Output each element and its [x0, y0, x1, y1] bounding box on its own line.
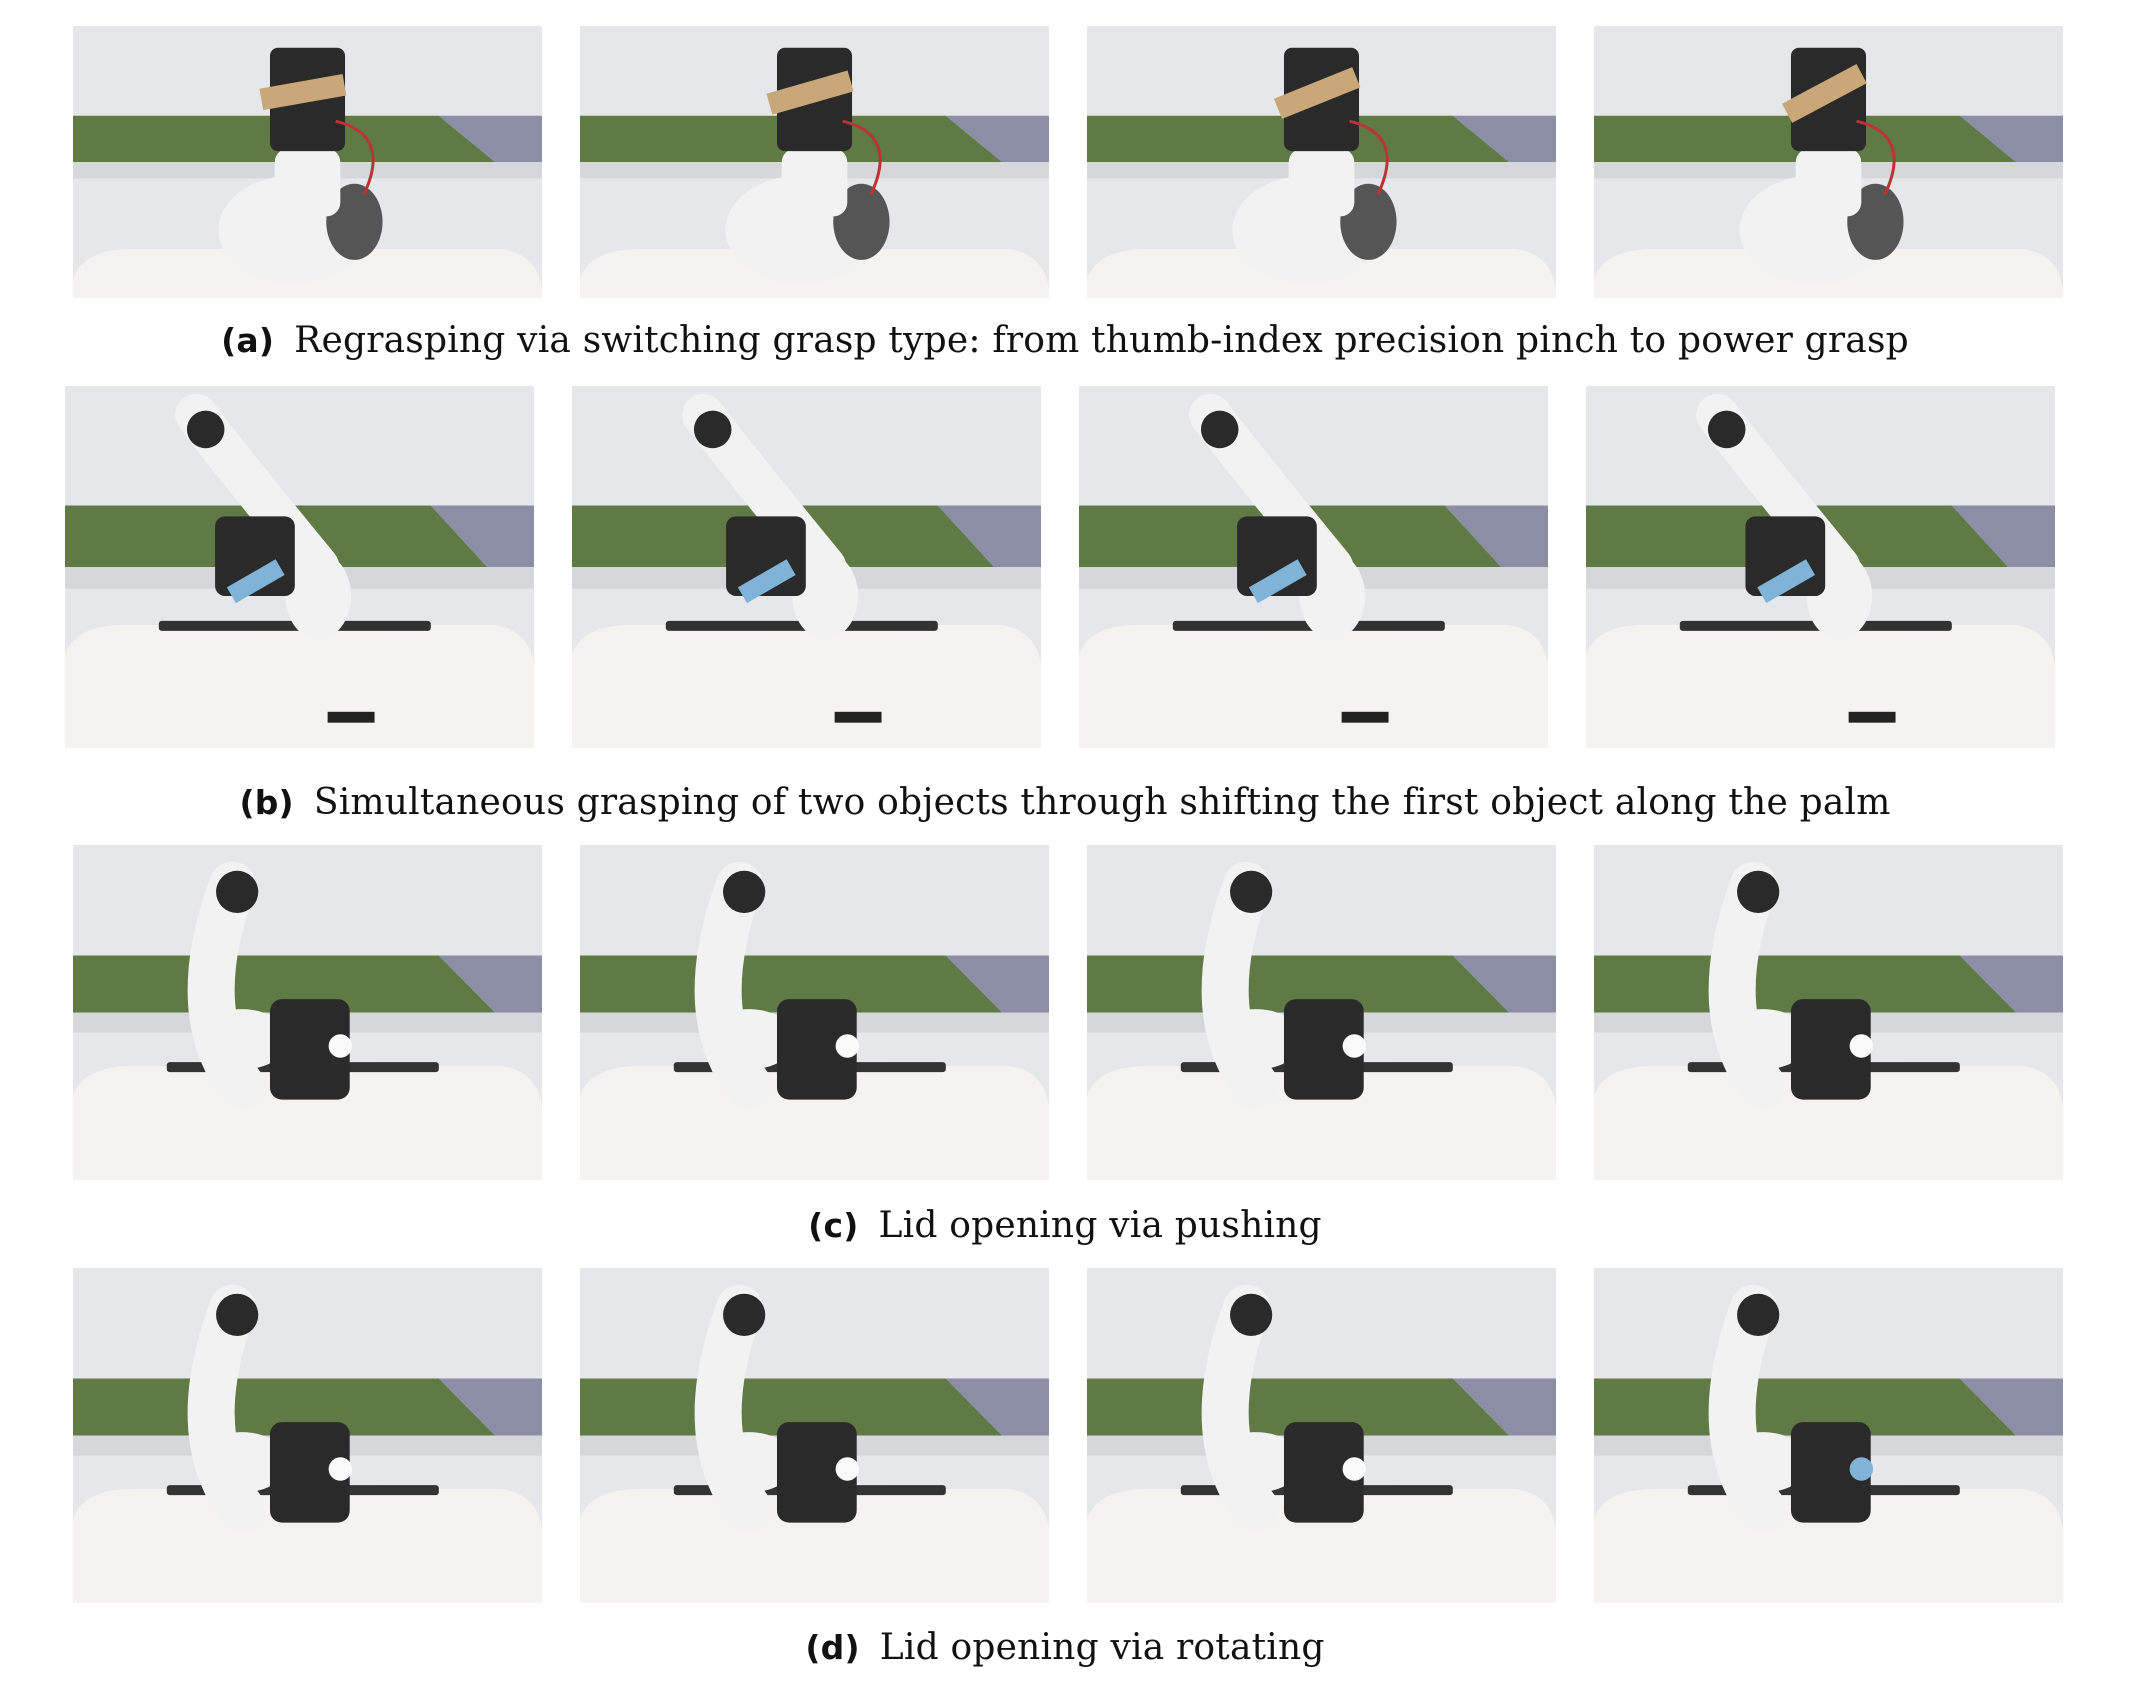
photo-frame-a4	[1594, 26, 2063, 298]
caption-text: Lid opening via rotating	[879, 1627, 1325, 1668]
photo-frame-d3	[1087, 1268, 1556, 1603]
photo-frame-d1	[73, 1268, 542, 1603]
subfigure-label: (b)	[239, 783, 294, 822]
caption-text: Regrasping via switching grasp type: fro…	[294, 320, 1909, 361]
subfigure-label: (c)	[808, 1206, 859, 1245]
subfigure-label: (d)	[805, 1628, 860, 1667]
photo-frame-c3	[1087, 845, 1556, 1180]
photo-frame-a3	[1087, 26, 1556, 298]
caption-text: Simultaneous grasping of two objects thr…	[313, 782, 1891, 823]
photo-frame-c1	[73, 845, 542, 1180]
caption-row-1: (a) Regrasping via switching grasp type: …	[0, 320, 2130, 361]
photo-frame-b3	[1079, 386, 1548, 748]
subfigure-label: (a)	[221, 321, 275, 360]
photo-frame-d2	[580, 1268, 1049, 1603]
caption-text: Lid opening via pushing	[878, 1205, 1322, 1246]
photo-frame-a2	[580, 26, 1049, 298]
photo-frame-d4	[1594, 1268, 2063, 1603]
photo-frame-a1	[73, 26, 542, 298]
photo-frame-b4	[1586, 386, 2055, 748]
photo-frame-b1	[65, 386, 534, 748]
photo-frame-b2	[572, 386, 1041, 748]
caption-row-3: (c) Lid opening via pushing	[0, 1205, 2130, 1246]
caption-row-2: (b) Simultaneous grasping of two objects …	[0, 782, 2130, 823]
photo-frame-c4	[1594, 845, 2063, 1180]
caption-row-4: (d) Lid opening via rotating	[0, 1627, 2130, 1668]
photo-frame-c2	[580, 845, 1049, 1180]
